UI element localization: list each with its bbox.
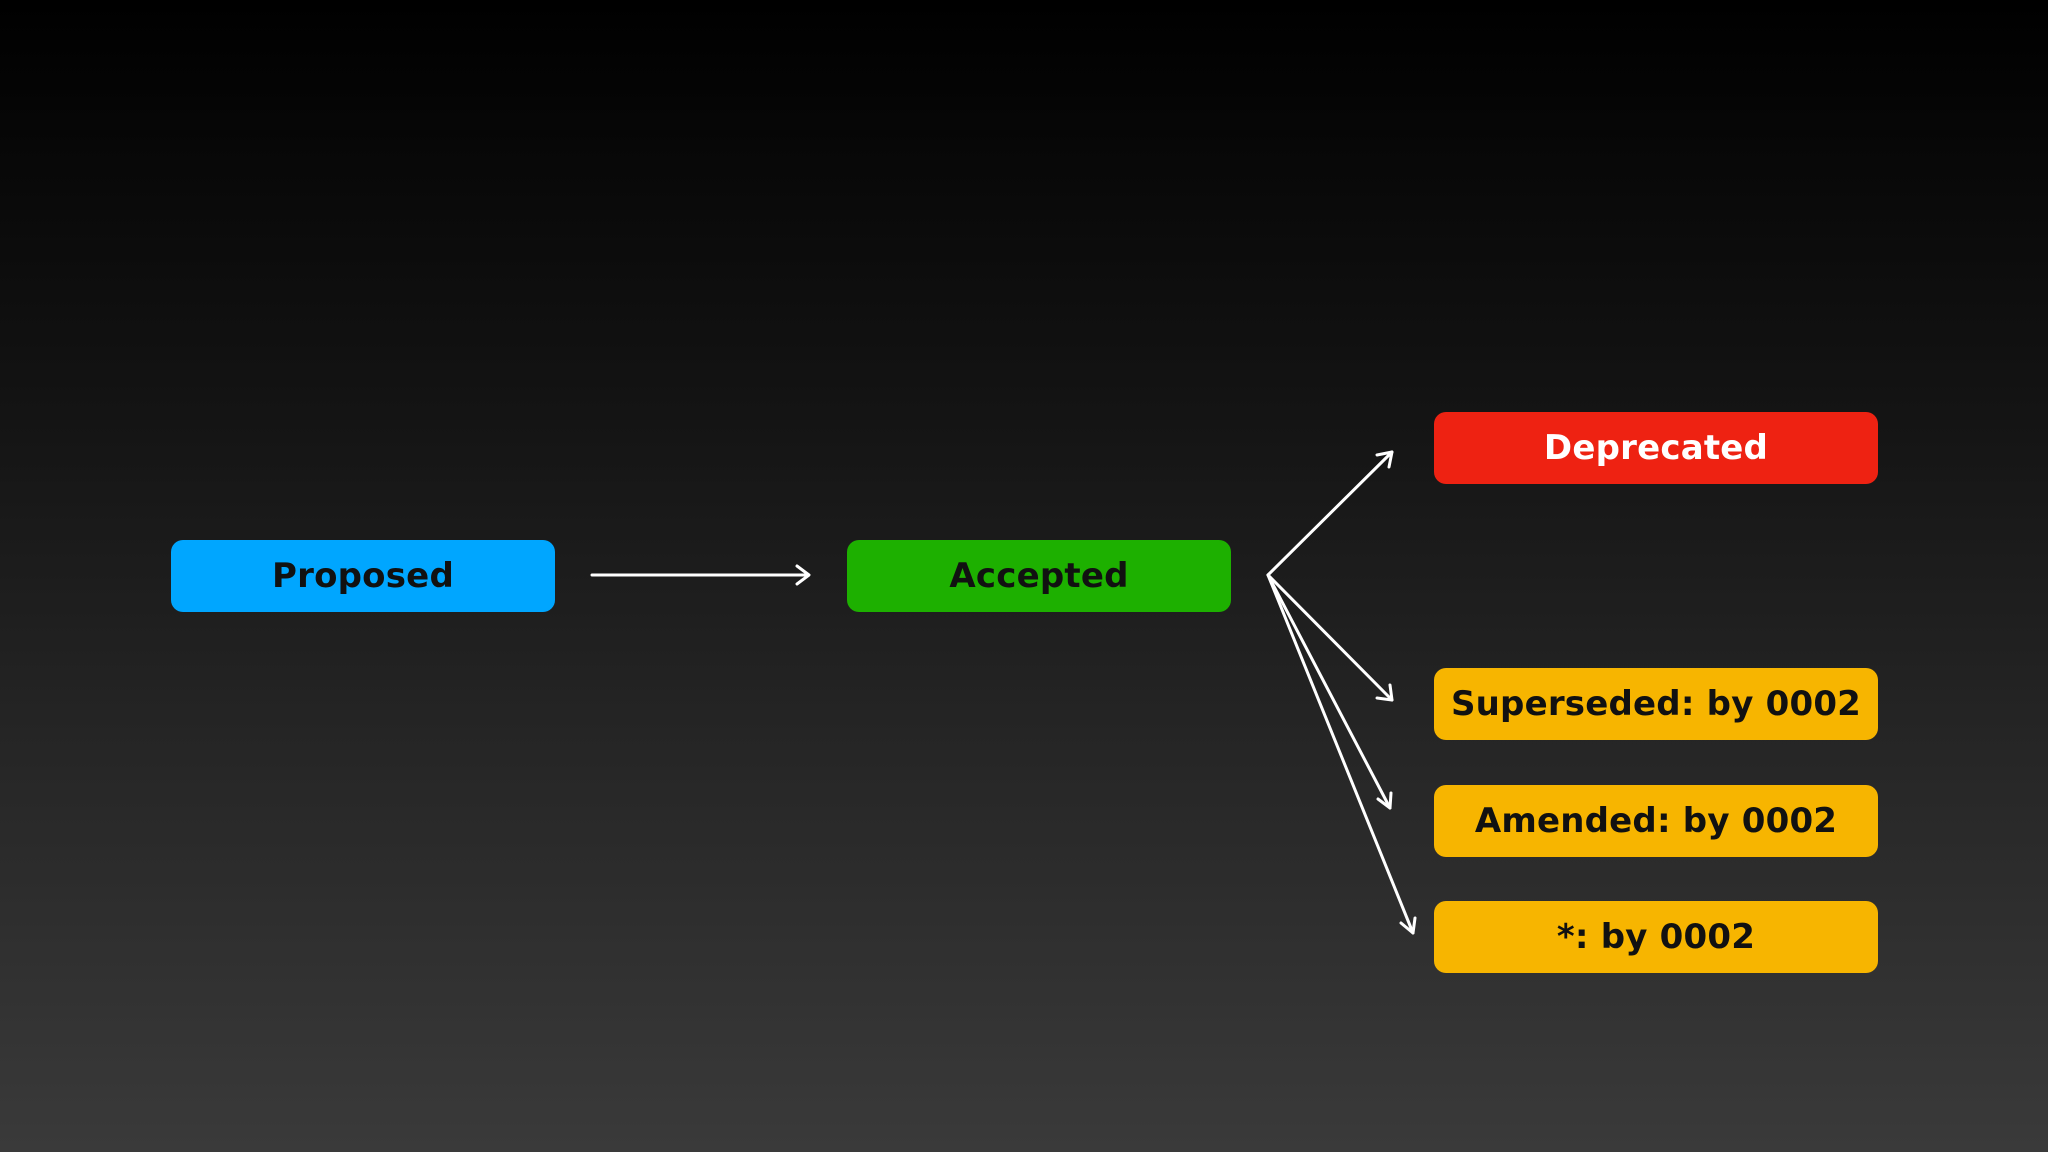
edge-accepted-to-deprecated bbox=[1266, 450, 1394, 577]
status-node-wildcard: *: by 0002 bbox=[1434, 901, 1878, 973]
edge-accepted-to-superseded bbox=[1266, 573, 1394, 702]
status-node-superseded: Superseded: by 0002 bbox=[1434, 668, 1878, 740]
status-node-deprecated: Deprecated bbox=[1434, 412, 1878, 484]
edge-accepted-to-wildcard bbox=[1266, 573, 1417, 935]
status-node-proposed: Proposed bbox=[171, 540, 555, 612]
status-node-amended: Amended: by 0002 bbox=[1434, 785, 1878, 857]
status-node-accepted: Accepted bbox=[847, 540, 1231, 612]
edge-accepted-to-amended bbox=[1266, 573, 1393, 810]
edge-proposed-to-accepted bbox=[590, 564, 811, 586]
